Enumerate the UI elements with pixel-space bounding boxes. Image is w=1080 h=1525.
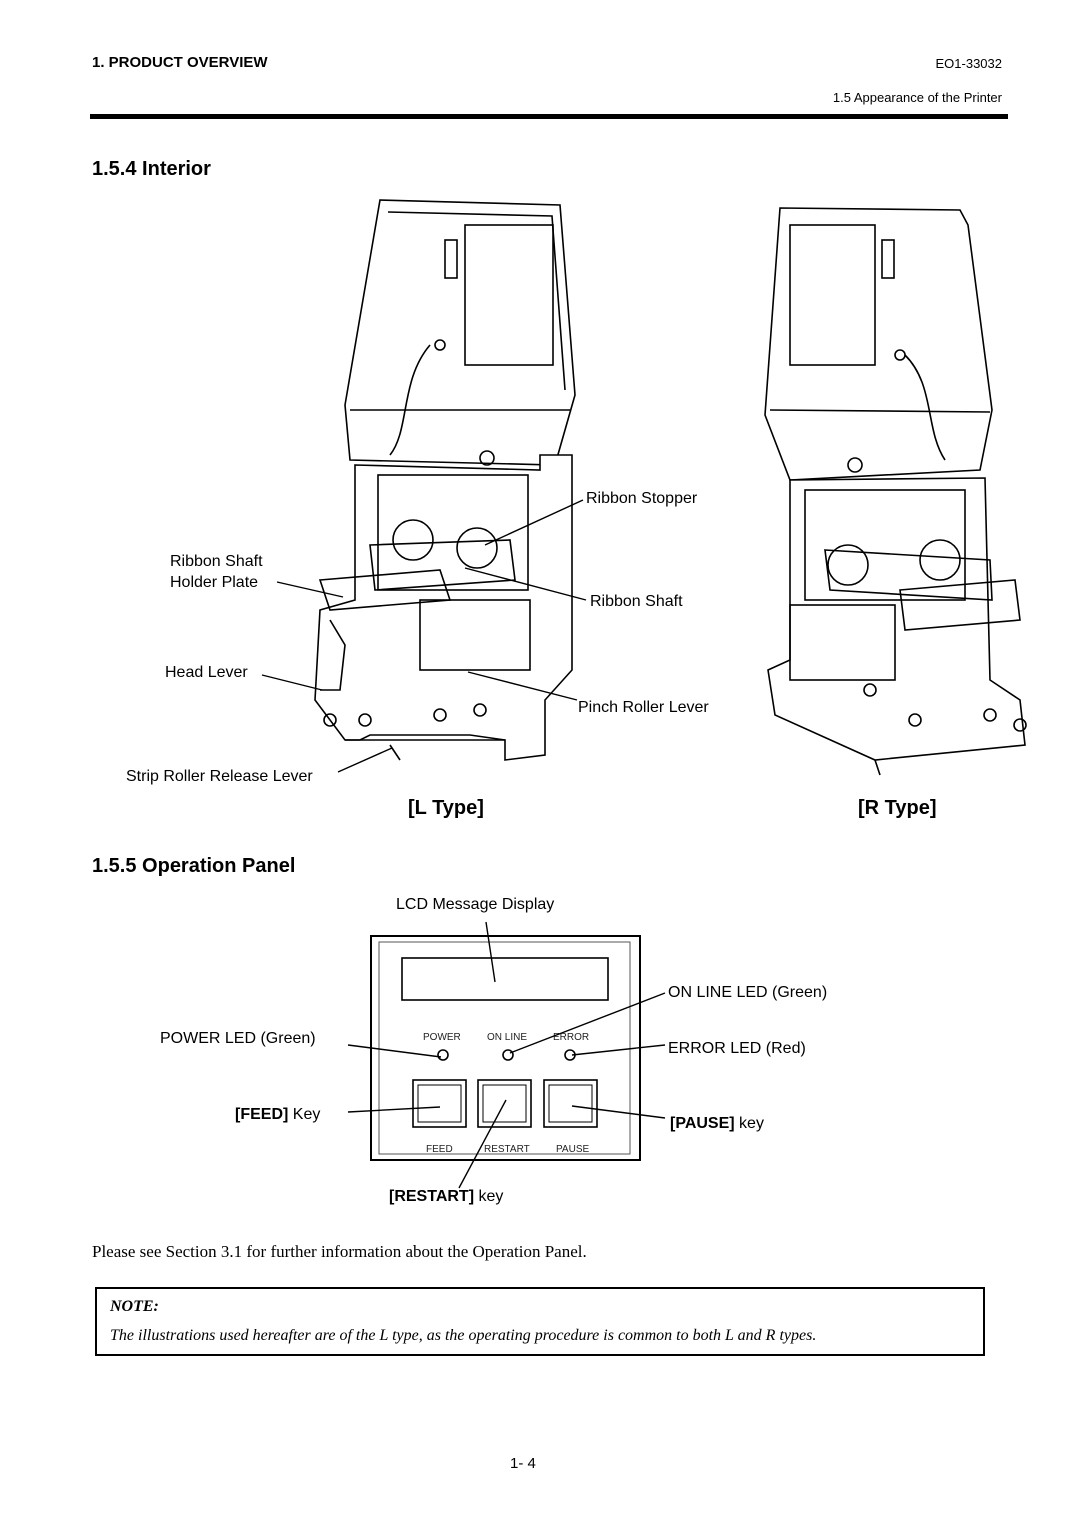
panel-key-feed-label: FEED <box>426 1144 453 1155</box>
lcd-message-display-label: LCD Message Display <box>396 896 555 913</box>
interior-leader-lines <box>261 499 587 773</box>
panel-key-pause-label: PAUSE <box>556 1144 589 1155</box>
page-number: 1- 4 <box>510 1455 536 1472</box>
pause-key-label-rest: key <box>734 1115 764 1132</box>
ribbon-stopper-label: Ribbon Stopper <box>586 490 698 507</box>
error-led-label: ERROR LED (Red) <box>668 1040 806 1057</box>
operation-panel-reference-paragraph: Please see Section 3.1 for further infor… <box>92 1242 587 1261</box>
note-title: NOTE: <box>110 1298 159 1315</box>
panel-led-power-label: POWER <box>423 1032 461 1043</box>
feed-key-label-bold: [FEED] <box>235 1106 289 1123</box>
operation-panel-printed-labels: POWER ON LINE ERROR FEED RESTART PAUSE <box>423 1032 589 1155</box>
restart-key-label-rest: key <box>474 1188 504 1205</box>
header-section-title: 1. PRODUCT OVERVIEW <box>92 54 268 71</box>
r-type-printer-drawing <box>764 207 1027 776</box>
panel-led-error-label: ERROR <box>553 1032 589 1043</box>
note-box <box>95 1287 985 1356</box>
r-type-caption: [R Type] <box>858 797 937 819</box>
feed-key-label: [FEED] Key <box>235 1106 320 1124</box>
restart-key-label: [RESTART] key <box>389 1188 503 1206</box>
online-led-label: ON LINE LED (Green) <box>668 984 828 1001</box>
note-text: The illustrations used hereafter are of … <box>110 1327 817 1344</box>
panel-led-online-label: ON LINE <box>487 1032 527 1043</box>
ribbon-shaft-holder-label-line2: Holder Plate <box>170 574 259 591</box>
feed-key-label-rest: Key <box>288 1106 321 1123</box>
header-rule <box>90 114 1008 119</box>
ribbon-shaft-label: Ribbon Shaft <box>590 593 683 610</box>
pause-key-label: [PAUSE] key <box>670 1115 764 1133</box>
operation-panel-drawing <box>370 935 641 1161</box>
l-type-printer-drawing <box>314 199 576 761</box>
l-type-caption: [L Type] <box>408 797 484 819</box>
panel-key-restart-label: RESTART <box>484 1144 530 1155</box>
ribbon-shaft-holder-label-line1: Ribbon Shaft <box>170 553 263 570</box>
header-subsection: 1.5 Appearance of the Printer <box>832 90 1002 105</box>
operation-panel-section-title: 1.5.5 Operation Panel <box>92 855 296 877</box>
document-id: EO1-33032 <box>935 56 1003 71</box>
restart-key-label-bold: [RESTART] <box>389 1188 475 1205</box>
interior-section-title: 1.5.4 Interior <box>92 158 211 180</box>
pause-key-label-bold: [PAUSE] <box>670 1115 735 1132</box>
panel-leader-lines <box>347 921 666 1189</box>
head-lever-label: Head Lever <box>165 664 248 681</box>
power-led-label: POWER LED (Green) <box>160 1030 316 1047</box>
pinch-roller-lever-label: Pinch Roller Lever <box>578 699 709 716</box>
strip-roller-release-lever-label: Strip Roller Release Lever <box>126 768 313 785</box>
